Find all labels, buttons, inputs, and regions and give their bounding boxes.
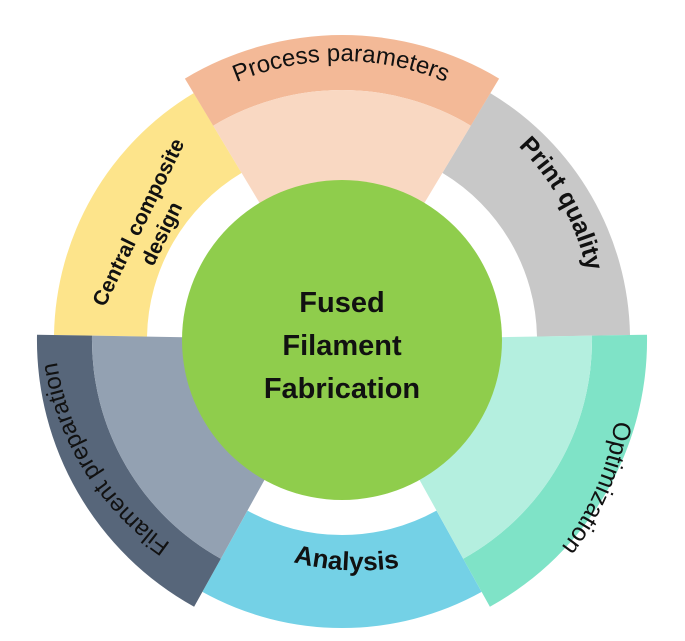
center-line-3: Fabrication — [264, 373, 420, 405]
analysis-segment — [202, 510, 482, 628]
optimization-segment-inner — [418, 335, 593, 559]
center-circle — [182, 180, 502, 500]
filament-preparation-segment-inner — [91, 335, 266, 559]
central-composite-design-segment — [54, 93, 242, 337]
center-line-2: Filament — [282, 330, 402, 362]
process-parameters-segment-inner — [213, 89, 471, 205]
print-quality-segment — [442, 93, 630, 337]
process-parameters-segment-outer — [184, 35, 500, 126]
optimization-segment-outer — [463, 334, 648, 607]
center-line-1: Fused — [299, 287, 384, 319]
filament-preparation-segment-outer — [36, 334, 221, 607]
